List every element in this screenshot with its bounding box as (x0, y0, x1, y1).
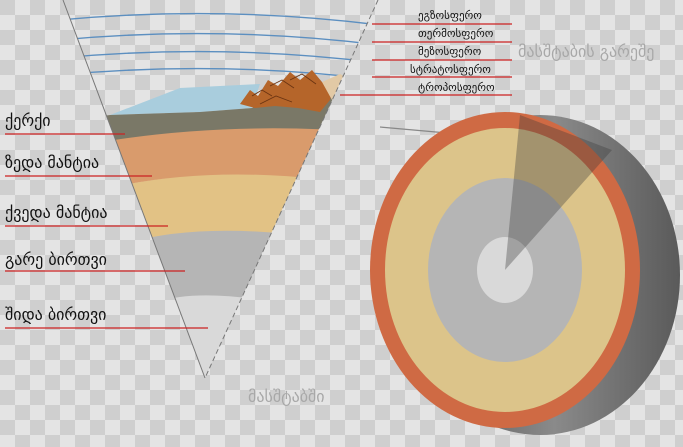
label-exosphere: ეგზოსფერო (418, 9, 482, 22)
atmosphere-labels: ეგზოსფერო თერმოსფერო მეზოსფერო სტრატოსფე… (340, 9, 512, 96)
label-outer-core: გარე ბირთვი (5, 250, 107, 269)
label-lower-mantle: ქვედა მანტია (5, 203, 108, 222)
wedge-outline (62, 0, 379, 379)
atmosphere-arc-mesosphere (63, 50, 378, 64)
earth-globe (370, 112, 680, 435)
not-to-scale-note: მასშტაბის გარეშე (518, 42, 654, 61)
atmosphere-guide-lines (340, 23, 512, 96)
label-inner-core: შიდა ბირთვი (5, 305, 106, 324)
atmosphere-arc-thermosphere (63, 32, 378, 46)
layer-labels: ქერქი ზედა მანტია ქვედა მანტია გარე ბირთ… (5, 111, 208, 329)
label-troposphere: ტროპოსფერო (418, 81, 495, 94)
atmosphere-arc-exosphere (63, 12, 378, 26)
to-scale-note: მასშტაბში (248, 387, 325, 406)
label-upper-mantle: ზედა მანტია (5, 153, 99, 172)
mountain-range (240, 70, 332, 112)
atmosphere-arcs (63, 12, 378, 81)
wedge-inner-core (150, 294, 320, 378)
cross-section-wedge (62, 0, 379, 379)
mountain-range-beige (322, 74, 378, 100)
label-crust: ქერქი (5, 111, 51, 130)
label-stratosphere: სტრატოსფერო (410, 63, 491, 76)
layer-guide-lines (5, 133, 208, 329)
label-thermosphere: თერმოსფერო (418, 27, 494, 40)
globe-cutaway-wedge (505, 115, 612, 270)
mountain-ridges (251, 73, 317, 105)
label-mesosphere: მეზოსფერო (418, 45, 482, 58)
ocean (110, 84, 260, 115)
globe-inner-core (477, 237, 533, 303)
